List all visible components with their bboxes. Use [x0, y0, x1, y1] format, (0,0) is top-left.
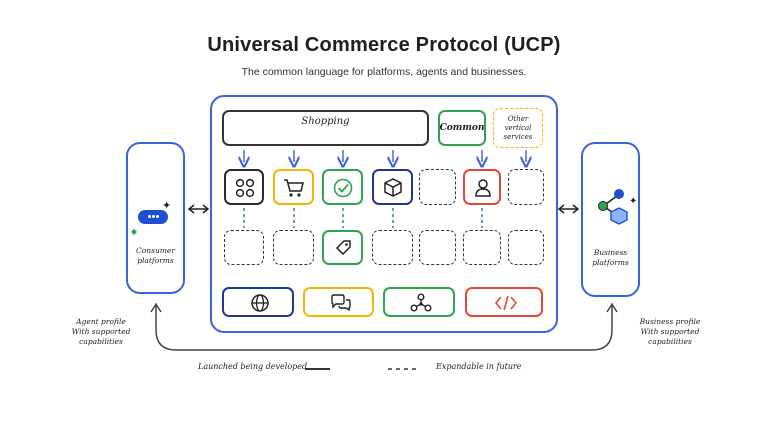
- shopping-box: Shopping: [222, 110, 429, 146]
- capability-catalog: [224, 169, 264, 205]
- common-box: Common: [438, 110, 486, 146]
- other-vertical-box: Other vertical services: [493, 108, 543, 148]
- business-network-icon: ✦: [598, 189, 637, 225]
- other-vertical-label: Other vertical services: [503, 114, 533, 141]
- user-icon: [475, 179, 491, 197]
- down-arrows: [244, 150, 526, 162]
- svg-text:✦: ✦: [629, 196, 637, 207]
- tag-icon: [335, 240, 351, 256]
- code-icon: [494, 295, 518, 311]
- consumer-label: Consumer platforms: [136, 246, 175, 265]
- extension-empty-4: [419, 230, 456, 265]
- globe-icon: [251, 294, 269, 312]
- cart-icon: [284, 179, 304, 197]
- network-icon: [410, 293, 432, 312]
- agent-profile-note: Agent profile With supported capabilitie…: [71, 317, 131, 346]
- capability-order: [372, 169, 413, 205]
- transport-web: [222, 287, 294, 317]
- check-badge-icon: [333, 178, 353, 198]
- extension-empty-6: [508, 230, 544, 265]
- small-diamond-icon: ◆: [131, 227, 138, 236]
- capability-empty-1: [419, 169, 456, 205]
- extension-empty-3: [372, 230, 413, 265]
- business-platform-panel: ✦ Business platforms: [581, 142, 640, 297]
- capability-empty-2: [508, 169, 544, 205]
- business-label: Business platforms: [592, 248, 629, 267]
- extension-empty-1: [224, 230, 264, 265]
- capability-cart: [273, 169, 314, 205]
- ucp-main-frame: [210, 95, 558, 333]
- extension-discount: [322, 230, 363, 265]
- profile-exchange-curve: [155, 306, 613, 351]
- sparkle-icon: ✦: [162, 200, 172, 212]
- consumer-platform-panel: ✦ ◆ Consumer platforms: [126, 142, 185, 294]
- extension-empty-2: [273, 230, 314, 265]
- capability-identity: [463, 169, 501, 205]
- capability-checkout: [322, 169, 363, 205]
- page-subtitle: The common language for platforms, agent…: [241, 66, 527, 78]
- grid-icon: [235, 178, 255, 198]
- chat-icon: [331, 294, 351, 312]
- business-profile-note: Business profile With supported capabili…: [639, 317, 701, 346]
- side-double-arrows: [187, 204, 580, 214]
- transport-api: [465, 287, 543, 317]
- legend-dashed-label: Expandable in future: [436, 362, 522, 371]
- package-icon: [384, 178, 402, 197]
- legend-solid-label: Launched being developed: [198, 362, 308, 371]
- page-title: Universal Commerce Protocol (UCP): [207, 34, 561, 56]
- transport-chat: [303, 287, 374, 317]
- common-label: Common: [439, 123, 485, 133]
- transport-network: [383, 287, 455, 317]
- consumer-agent-icon: [138, 210, 168, 224]
- shopping-label: Shopping: [301, 116, 350, 127]
- extension-empty-5: [463, 230, 501, 265]
